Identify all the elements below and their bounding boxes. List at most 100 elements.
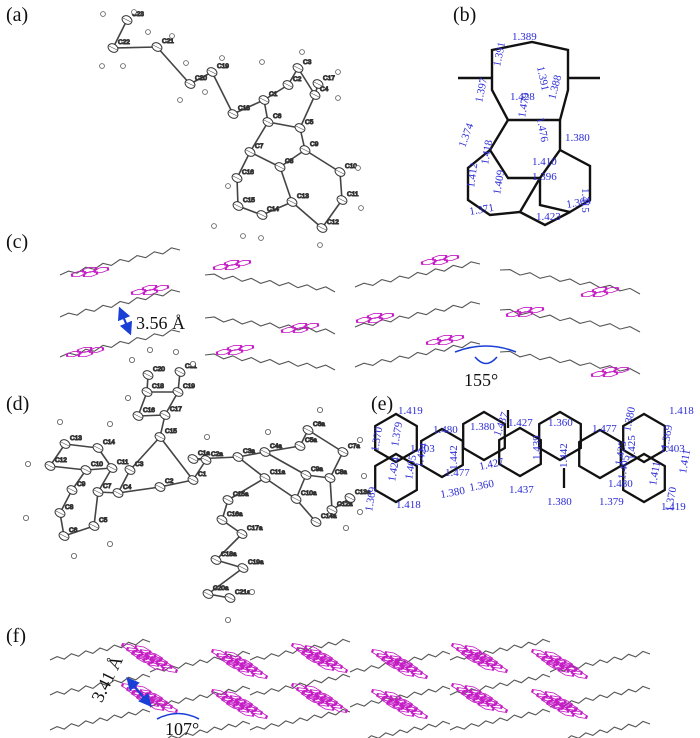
panel-a-hydrogen [358,205,364,211]
panel-e-bond-label: 1.369 [363,486,379,513]
panel-f-pyrene-ring [410,709,429,720]
panel-b-bond-label: 1.371 [468,202,494,218]
panel-d-atom-octant [225,595,235,601]
panel-f-pyrene-ring [472,697,490,707]
panel-a-atom-label: C16 [242,169,254,176]
panel-a-atom-label: C8 [285,158,294,165]
panel-a-atom-octant [283,82,293,88]
panel-c-angle-label: 155° [464,370,498,390]
panel-f-packing [49,638,651,738]
panel-a-atom-octant [295,125,305,131]
panel-d-hydrogen [107,541,114,548]
panel-d-hydrogen [71,553,78,560]
panel-a-bond [211,71,234,115]
panel-c-pyrene-ring [432,259,449,266]
panel-a-hydrogen [177,97,183,103]
panel-a-atom-octant [228,111,238,117]
panel-d-bond [264,445,301,453]
panel-f-pyrene-ring [290,682,309,693]
panel-d-atom-label: C21a [235,589,251,596]
panel-a-atom-label: C2 [293,76,302,83]
panel-a-bond [263,84,289,101]
panel-f-pyrene-ring [552,703,570,713]
panel-d-atom-label: C18 [152,383,164,390]
panel-c-pyrene-ring [280,327,297,333]
panel-d-hydrogen [128,356,135,363]
panel-c-pyrene-ring [82,271,99,278]
panel-f-pyrene-ring [535,692,554,703]
panel-c-pyrene-ring [93,267,110,273]
panel-a-atom-octant [275,164,285,170]
panel-e-ring-5 [538,410,582,462]
panel-c-pyrene-ring [425,339,442,345]
panel-f-pyrene-ring [147,661,165,671]
panel-a-atom-octant [293,65,303,71]
panel-a-hydrogen [145,29,151,35]
panel-d-atom-octant [143,372,153,378]
panel-c-pyrene-ring [366,312,383,319]
panel-d-atom-label: C10a [301,490,317,497]
panel-d-atom-octant [89,523,99,529]
panel-d-bond [159,436,194,481]
panel-d-bond [93,491,99,527]
panel-f-pyrene-ring [460,650,479,661]
panel-e-bond-label: 1.419 [398,405,423,417]
panel-c-pyrene-ring [130,289,147,295]
panel-a-hydrogen [169,33,175,39]
panel-b-bond-label: 1.479 [516,92,532,119]
panel-a-atom-octant [152,44,162,50]
panel-c-pyrene-ring [448,335,465,341]
panel-d-atom-label: C2 [165,478,174,485]
panel-f-pyrene-ring [312,697,330,707]
panel-f-pyrene-ring [479,697,497,707]
panel-e-ring-0 [374,412,418,464]
panel-f-pyrene-ring [305,694,324,705]
panel-e-bond-label: 1.418 [396,499,421,511]
panel-e-ring-6 [578,428,622,480]
panel-f-pyrene-ring [222,655,240,665]
panel-d-atom-octant [345,495,355,501]
panel-d-atom-label: C6 [69,527,78,534]
panel-f-pyrene-ring [370,688,389,699]
panel-a-atom-octant [245,149,255,155]
panel-d-atom-label: C5 [99,517,108,524]
panel-a-bond [321,199,343,229]
panel-a-hydrogen [225,183,231,189]
panel-f-pyrene-ring [382,695,400,705]
panel-c-chain [499,308,641,333]
panel-c-pyrene-ring [590,371,607,377]
panel-d-hydrogen [203,433,210,440]
panel-a-hydrogen [317,242,323,248]
panel-f-pyrene-ring [530,648,549,659]
panel-f-pyrene-ring [570,709,589,720]
panel-c-chain [59,329,181,358]
panel-f-pyrene [385,700,429,720]
panel-d-atom-label: C19a [248,559,264,566]
panel-f-pyrene-ring [385,660,404,671]
panel-d-hydrogen [57,418,64,425]
panel-c-pyrene-ring [436,334,453,341]
panel-a-hydrogen [240,233,246,239]
panel-d-hydrogen [316,406,323,413]
panel-d-atom-octant [155,434,165,440]
panel-a-bond [249,121,269,153]
panel-f-chain [49,708,151,731]
panel-d-bond [64,443,99,449]
panel-d-bond [63,525,95,537]
panel-f-pyrene-ring [392,663,410,673]
panel-f-pyrene-ring [319,657,337,667]
panel-b-bond-label: 1.389 [512,31,537,43]
panel-a-atom-label: C23 [132,11,144,18]
panel-d-atom-label: C17 [170,406,182,413]
panel-f-chain [449,708,551,731]
panel-c-chain [204,353,336,371]
panel-a-atom-label: C21 [162,38,174,45]
panel-d-atom-label: C7a [348,443,360,450]
panel-f-pyrene-ring [375,692,394,703]
panel-d-atom-label: C9 [77,481,86,488]
panel-c-pyrene-ring [141,284,158,291]
panel-d-atom-label: C17a [247,525,263,532]
panel-c-pyrene-ring [227,349,244,356]
panel-e-ring-8 [622,452,666,504]
panel-f-pyrene-ring [392,703,410,713]
